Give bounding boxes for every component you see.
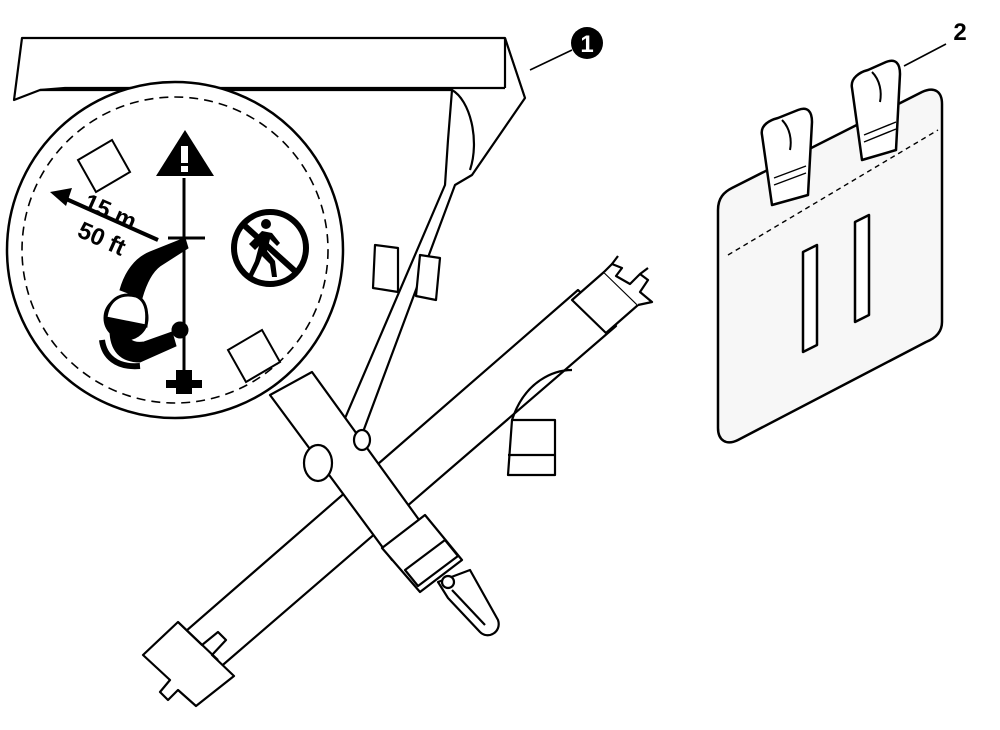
long-strap (141, 255, 654, 708)
strap-buckle-end (141, 620, 236, 708)
panel-tab (850, 59, 902, 162)
no-pedestrian-icon (231, 209, 309, 287)
callout-1-label: 1 (580, 31, 593, 58)
flat-panel (716, 59, 944, 444)
callout-2: 2 (903, 19, 967, 67)
panel-slot (801, 243, 819, 354)
hook-strap (268, 370, 500, 637)
hook-buckle (380, 513, 464, 594)
worker-with-pole-icon (99, 237, 189, 370)
callout-1: 1 (529, 27, 603, 71)
distance-arrow-icon (50, 188, 159, 242)
panel-tab (760, 107, 814, 207)
callout-2-label: 2 (953, 19, 966, 46)
round-sign: 15 m 50 ft (5, 80, 345, 420)
grommet-icon (76, 138, 282, 384)
panel-slot (853, 213, 871, 324)
warning-triangle-icon (156, 130, 214, 176)
